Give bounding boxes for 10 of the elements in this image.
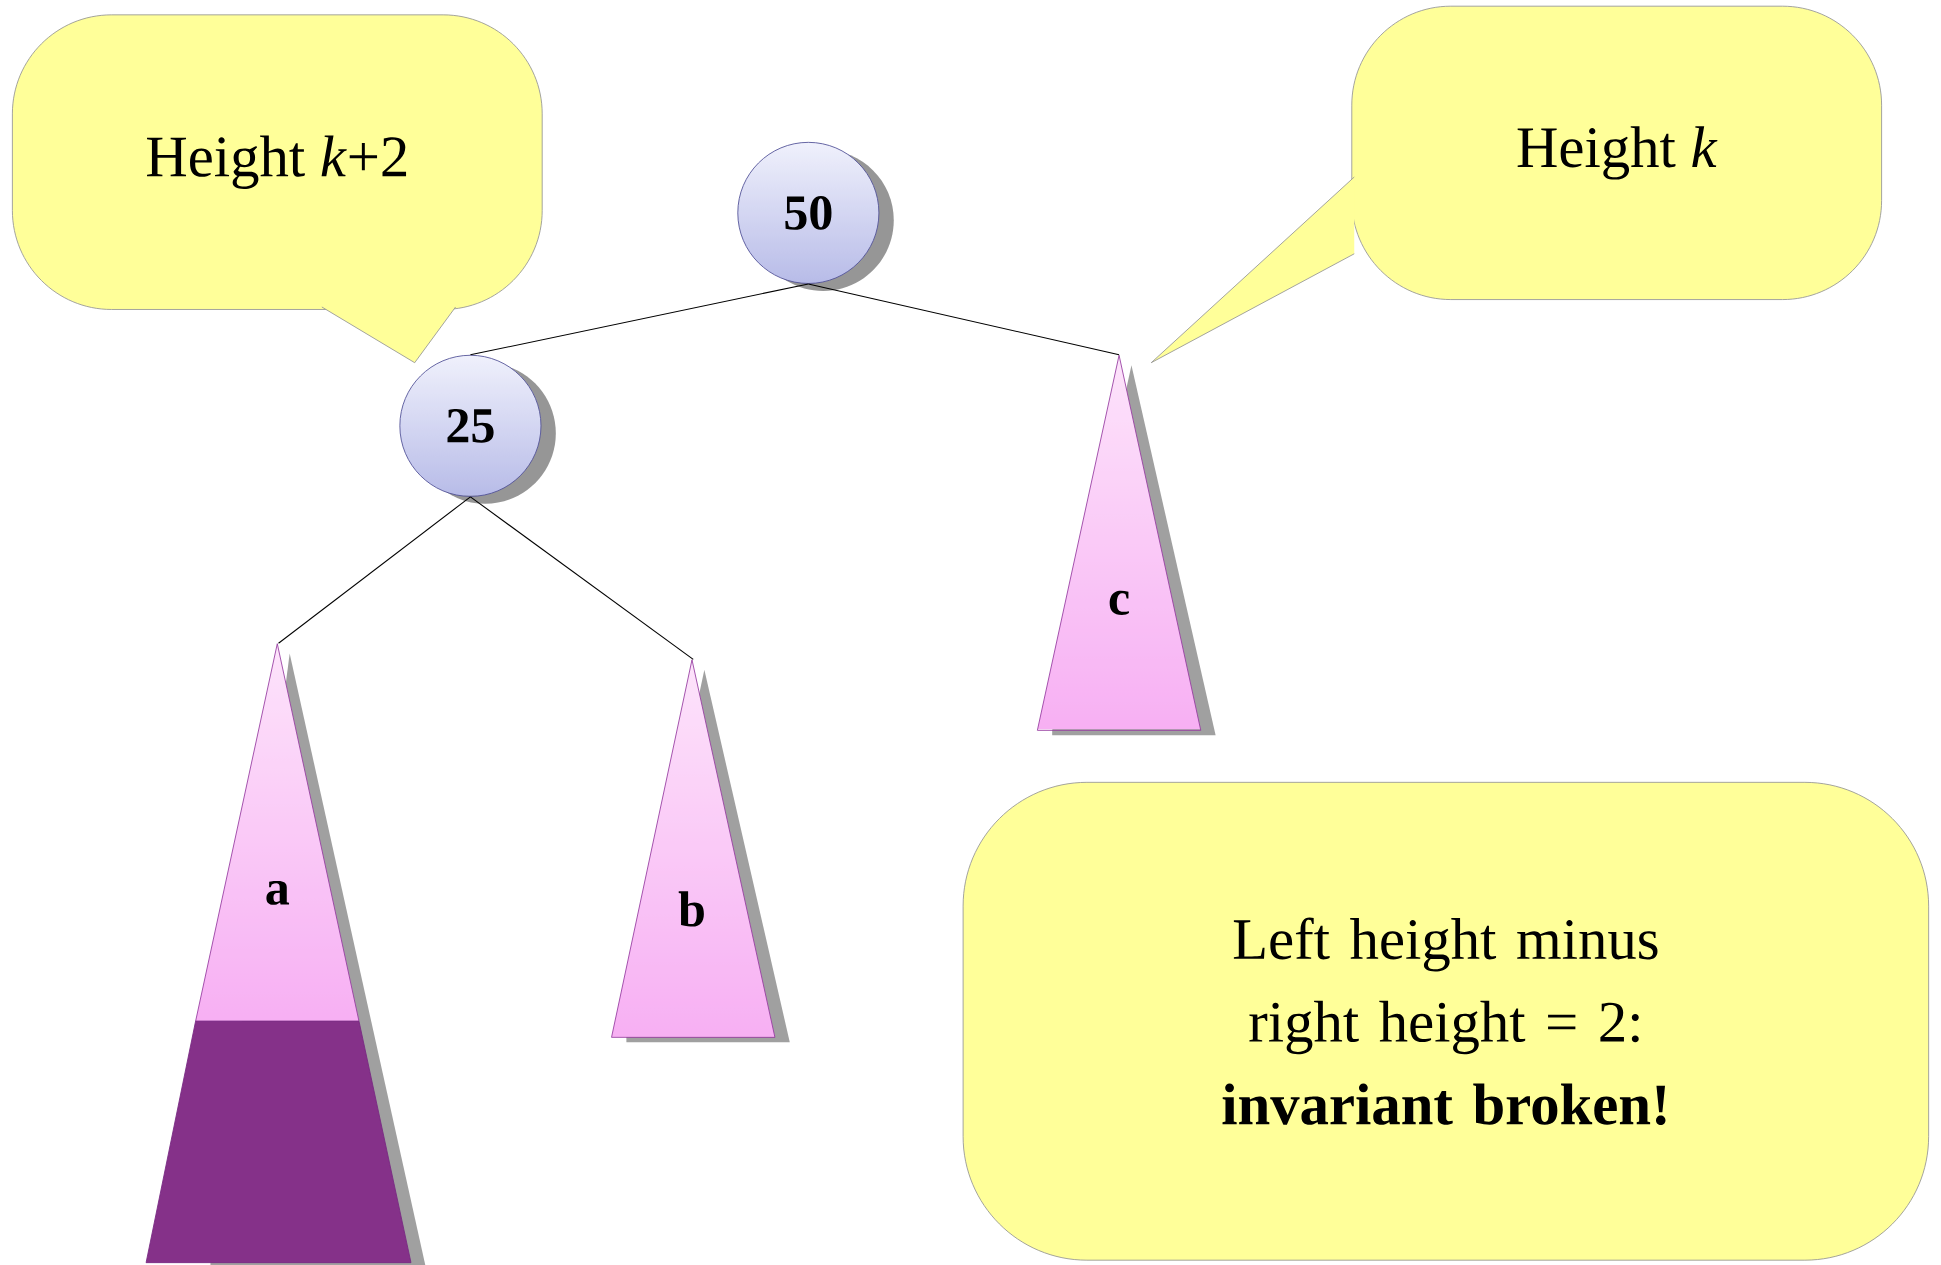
speech-bubble: Height k+2: [11, 14, 543, 364]
speech-bubble: Left height minus right height = 2: invariant broken!: [962, 781, 1930, 1261]
speech-bubble: Height k: [1150, 5, 1883, 364]
subtree-triangle: a: [145, 643, 426, 1265]
subtree-triangle: c: [1036, 354, 1216, 736]
tree-edge: [807, 283, 1120, 356]
tree-edge: [469, 283, 809, 356]
tree-edge: [278, 496, 471, 644]
subtree-triangle: b: [611, 659, 790, 1043]
tree-edge: [469, 496, 694, 660]
